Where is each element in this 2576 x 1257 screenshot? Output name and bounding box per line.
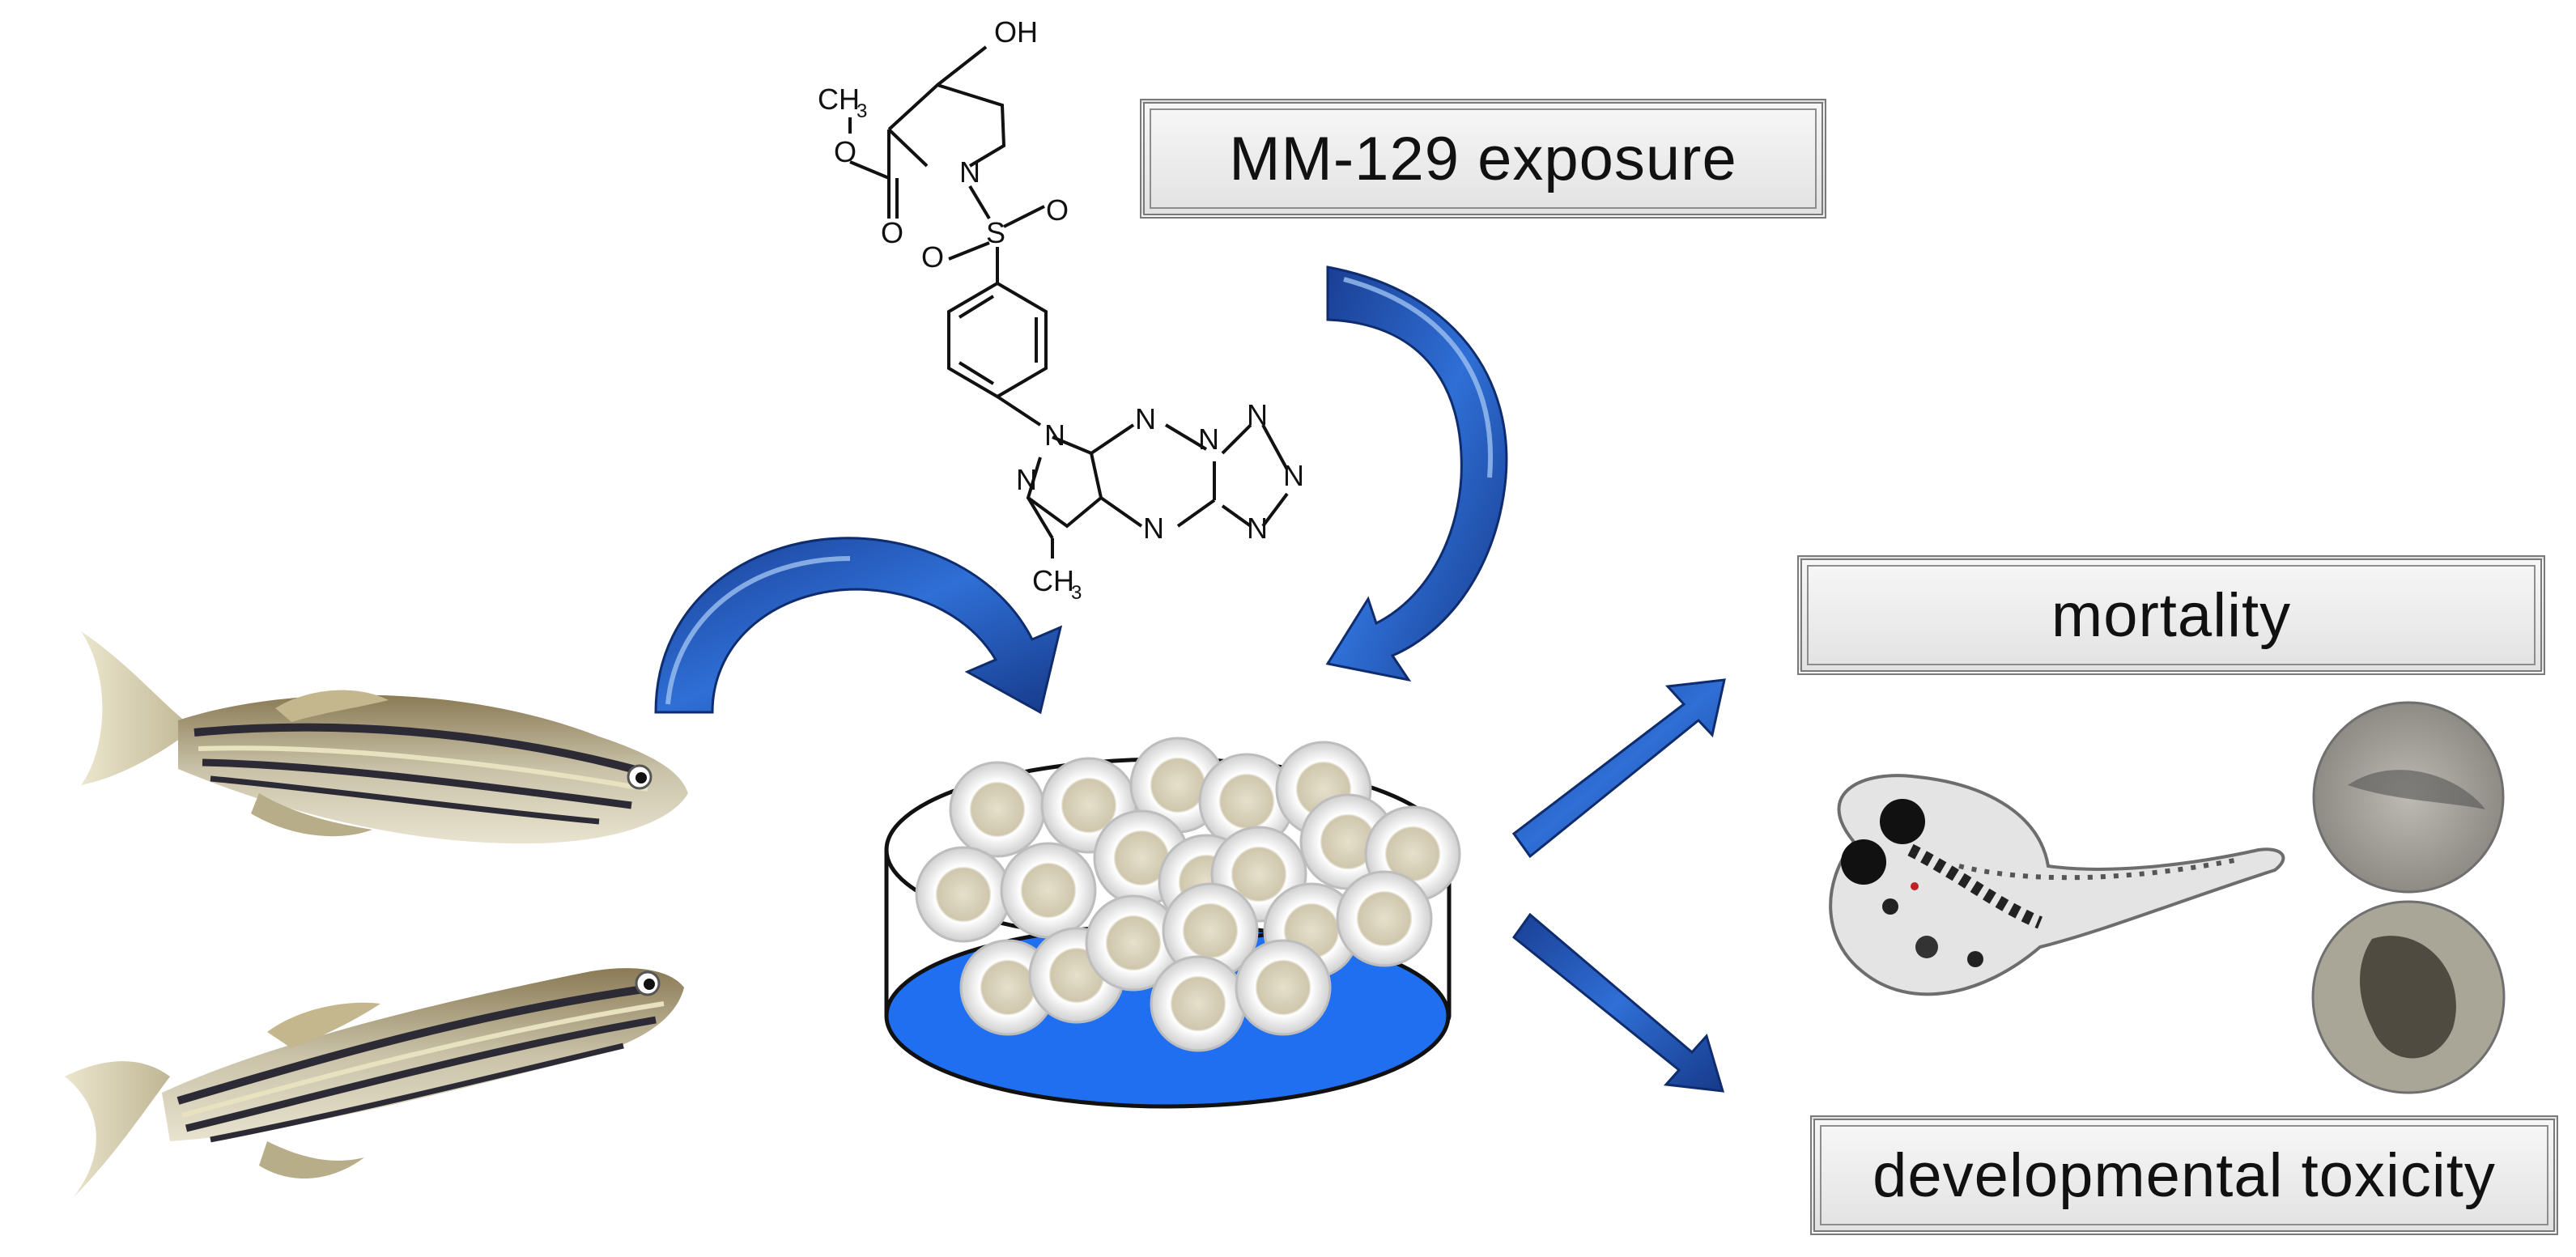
zebrafish-larva-image (1829, 774, 2285, 996)
atom-o-ester: O (834, 135, 857, 168)
atom-n2: N (1016, 463, 1037, 496)
atom-n1: N (1044, 418, 1065, 452)
atom-n7: N (1283, 459, 1304, 492)
atom-o-carbonyl: O (881, 216, 903, 249)
egg (1336, 870, 1433, 967)
atom-oh: OH (994, 15, 1038, 49)
zebrafish-bottom (65, 968, 684, 1198)
atom-o-sulfonyl-right: O (1046, 193, 1069, 227)
mortality-label: mortality (2051, 580, 2292, 650)
egg (949, 761, 1046, 858)
fish-dorsal-fin (267, 1002, 380, 1048)
mortality-label-box: mortality (1797, 555, 2545, 675)
mm-129-chemical-structure: OH CH 3 O O N S O O N N N N N N N N CH 3 (818, 15, 1304, 604)
curved-arrow-left (654, 537, 1063, 715)
atom-n6: N (1247, 398, 1268, 431)
arrow-to-developmental-toxicity (1511, 912, 1725, 1093)
larva-eye (1880, 799, 1925, 844)
arrow-to-mortality (1511, 678, 1726, 859)
egg (1150, 955, 1247, 1052)
atom-s: S (986, 216, 1005, 249)
atom-o-sulfonyl-left: O (921, 240, 944, 274)
fish-anal-fin (251, 793, 372, 837)
fish-tail-fin (65, 1061, 170, 1198)
atom-ch3-methyl-sub: 3 (1071, 582, 1082, 604)
mm-129-exposure-label: MM-129 exposure (1229, 124, 1737, 193)
mm-129-exposure-label-box: MM-129 exposure (1140, 99, 1826, 219)
curved-arrow-right (1325, 265, 1508, 682)
atom-ch3-ester: CH (818, 83, 860, 116)
atom-ch3-ester-sub: 3 (857, 100, 867, 122)
zebrafish-top (81, 631, 688, 844)
egg (1000, 842, 1097, 939)
egg (915, 846, 1012, 943)
developmental-toxicity-label: developmental toxicity (1872, 1140, 2496, 1210)
atom-n3: N (1135, 402, 1156, 435)
egg (1235, 939, 1332, 1036)
atom-n8: N (1247, 512, 1268, 545)
atom-n-pyrrolidine: N (959, 155, 980, 189)
zebrafish-eggs (915, 737, 1461, 1052)
atom-ch3-methyl: CH (1032, 564, 1074, 597)
fish-dorsal-fin (275, 690, 389, 722)
atom-n5: N (1198, 423, 1219, 456)
fish-tail-fin (81, 631, 194, 785)
embryo-coagulated-image (2312, 701, 2505, 894)
fish-anal-fin (259, 1141, 364, 1179)
embryo-malformed-image (2311, 900, 2506, 1094)
fish-body (178, 694, 688, 844)
developmental-toxicity-label-box: developmental toxicity (1810, 1115, 2558, 1235)
atom-n4: N (1143, 512, 1164, 545)
